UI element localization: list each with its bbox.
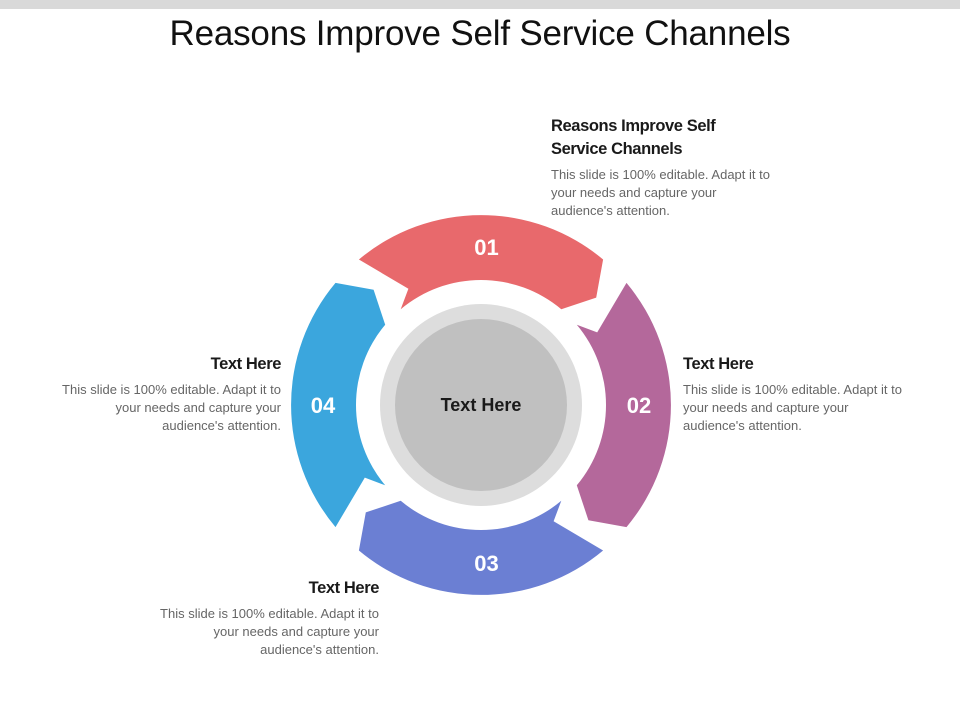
- block-01-body: This slide is 100% editable. Adapt it to…: [551, 167, 770, 218]
- center-label: Text Here: [441, 395, 522, 415]
- text-block-03: Text Here This slide is 100% editable. A…: [149, 577, 379, 659]
- text-block-02: Text Here This slide is 100% editable. A…: [683, 353, 913, 435]
- block-03-body: This slide is 100% editable. Adapt it to…: [160, 606, 379, 657]
- arc-segment-04: [291, 282, 386, 528]
- block-01-heading: Reasons Improve Self Service Channels: [551, 115, 776, 161]
- block-01-heading-line1: Reasons Improve Self: [551, 117, 716, 135]
- segment-01: 01: [358, 215, 604, 310]
- arc-segment-02: [576, 282, 671, 528]
- block-04-body: This slide is 100% editable. Adapt it to…: [62, 382, 281, 433]
- segment-number-04: 04: [311, 393, 336, 418]
- top-bar: [0, 0, 960, 9]
- segment-04: 04: [291, 282, 386, 528]
- segment-02: 02: [576, 282, 671, 528]
- block-04-heading: Text Here: [210, 355, 282, 373]
- block-02-body: This slide is 100% editable. Adapt it to…: [683, 382, 902, 433]
- segment-03: 03: [358, 500, 604, 595]
- block-01-heading-line2: Service Channels: [551, 140, 683, 158]
- segment-number-03: 03: [474, 551, 498, 576]
- arc-segment-03: [358, 500, 604, 595]
- block-02-heading: Text Here: [683, 355, 754, 373]
- text-block-04: Text Here This slide is 100% editable. A…: [51, 353, 281, 435]
- slide-title: Reasons Improve Self Service Channels: [169, 14, 791, 53]
- segment-number-02: 02: [627, 393, 651, 418]
- text-block-01: Reasons Improve Self Service Channels Th…: [551, 115, 776, 220]
- center-inner-disc: [395, 319, 567, 491]
- block-03-heading: Text Here: [308, 579, 380, 597]
- segment-number-01: 01: [474, 235, 498, 260]
- arc-segment-01: [358, 215, 604, 310]
